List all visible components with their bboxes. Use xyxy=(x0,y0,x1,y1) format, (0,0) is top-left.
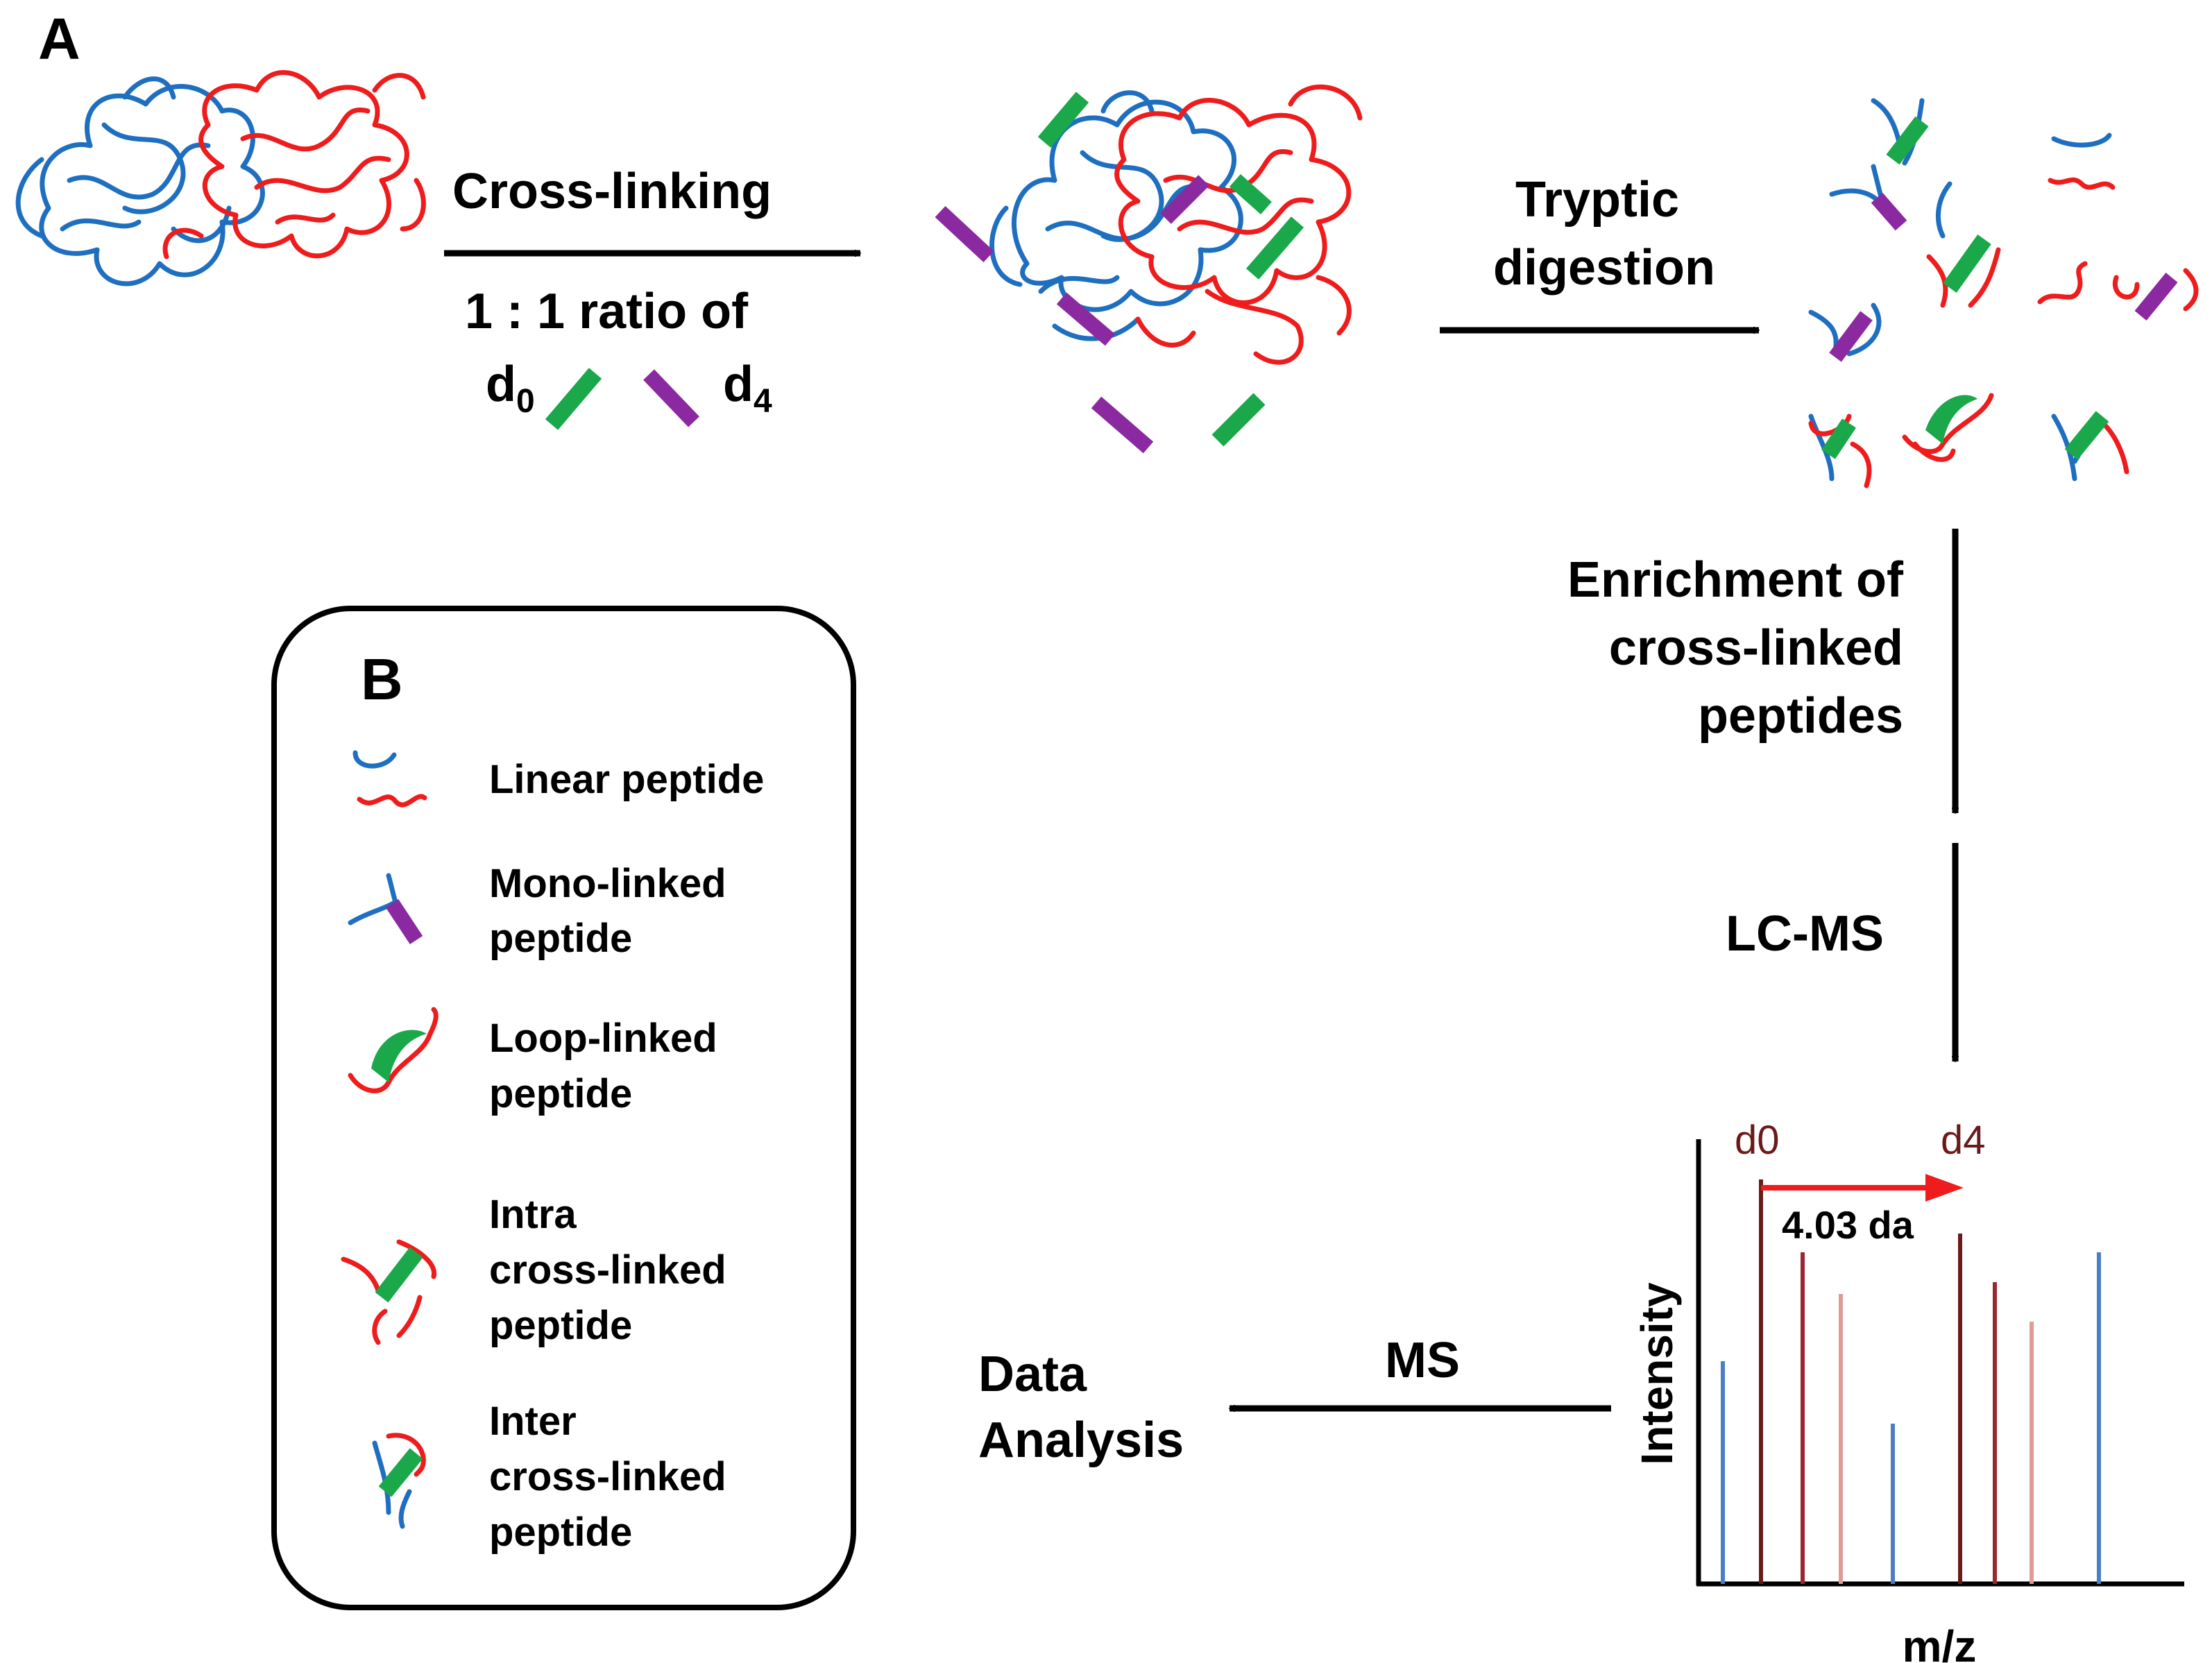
spectrum-d0-label: d0 xyxy=(1735,1118,1780,1163)
legend-mono-label-line2: peptide xyxy=(489,916,632,961)
legend-intra-icon xyxy=(341,1239,436,1345)
legend-inter-label-line2: cross-linked xyxy=(489,1454,726,1499)
enrichment-label-line1: Enrichment of xyxy=(1567,552,1904,608)
mass-shift-label: 4.03 da xyxy=(1782,1203,1914,1247)
tryptic-label-line2: digestion xyxy=(1493,240,1715,296)
spectrum-x-label: m/z xyxy=(1903,1621,1977,1663)
ms-label: MS xyxy=(1385,1333,1460,1388)
ratio-label: 1 : 1 ratio of xyxy=(465,284,749,339)
protein-complex-uncrosslinked xyxy=(15,70,426,287)
data-analysis-line2: Analysis xyxy=(978,1413,1184,1468)
legend-loop-label-line1: Loop-linked xyxy=(489,1016,717,1061)
legend-inter-icon xyxy=(372,1433,426,1529)
data-analysis-line1: Data xyxy=(978,1347,1087,1402)
lcms-label: LC-MS xyxy=(1726,906,1884,962)
panel-label-a: A xyxy=(38,6,80,71)
digested-peptides xyxy=(1808,98,2199,488)
spectrum-y-label: Intensity xyxy=(1632,1282,1682,1465)
ms-spectrum: d0 d4 4.03 da m/z Intensity xyxy=(1632,1118,2184,1663)
legend-inter-label-line3: peptide xyxy=(489,1510,632,1555)
legend-linear-label: Linear peptide xyxy=(489,757,764,802)
d4-label: d4 xyxy=(723,357,772,420)
panel-label-b: B xyxy=(361,647,403,712)
enrichment-label-line3: peptides xyxy=(1698,688,1903,744)
tryptic-label-line1: Tryptic xyxy=(1515,172,1679,228)
legend-intra-label-line2: cross-linked xyxy=(489,1247,726,1293)
d0-label: d0 xyxy=(486,357,535,420)
protein-complex-crosslinked xyxy=(935,84,1363,454)
mass-shift-arrowhead xyxy=(1925,1174,1964,1202)
legend-loop-label-line2: peptide xyxy=(489,1071,632,1116)
spectrum-d4-label: d4 xyxy=(1941,1118,1986,1163)
legend-linear-icon xyxy=(352,750,427,808)
legend-intra-label-line3: peptide xyxy=(489,1303,632,1348)
legend-mono-label-line1: Mono-linked xyxy=(489,861,726,906)
d4-linker-icon xyxy=(643,369,699,427)
legend-intra-label-line1: Intra xyxy=(489,1192,577,1237)
legend-mono-icon xyxy=(348,873,423,945)
legend-inter-label-line1: Inter xyxy=(489,1399,577,1444)
legend-box xyxy=(271,606,856,1610)
legend-loop-icon xyxy=(348,1007,439,1093)
d0-linker-icon xyxy=(545,368,602,430)
enrichment-label-line2: cross-linked xyxy=(1609,620,1903,676)
legend-panel: B Linear peptide Mono-linked peptide Loo… xyxy=(271,606,856,1610)
crosslinking-label: Cross-linking xyxy=(452,164,772,219)
